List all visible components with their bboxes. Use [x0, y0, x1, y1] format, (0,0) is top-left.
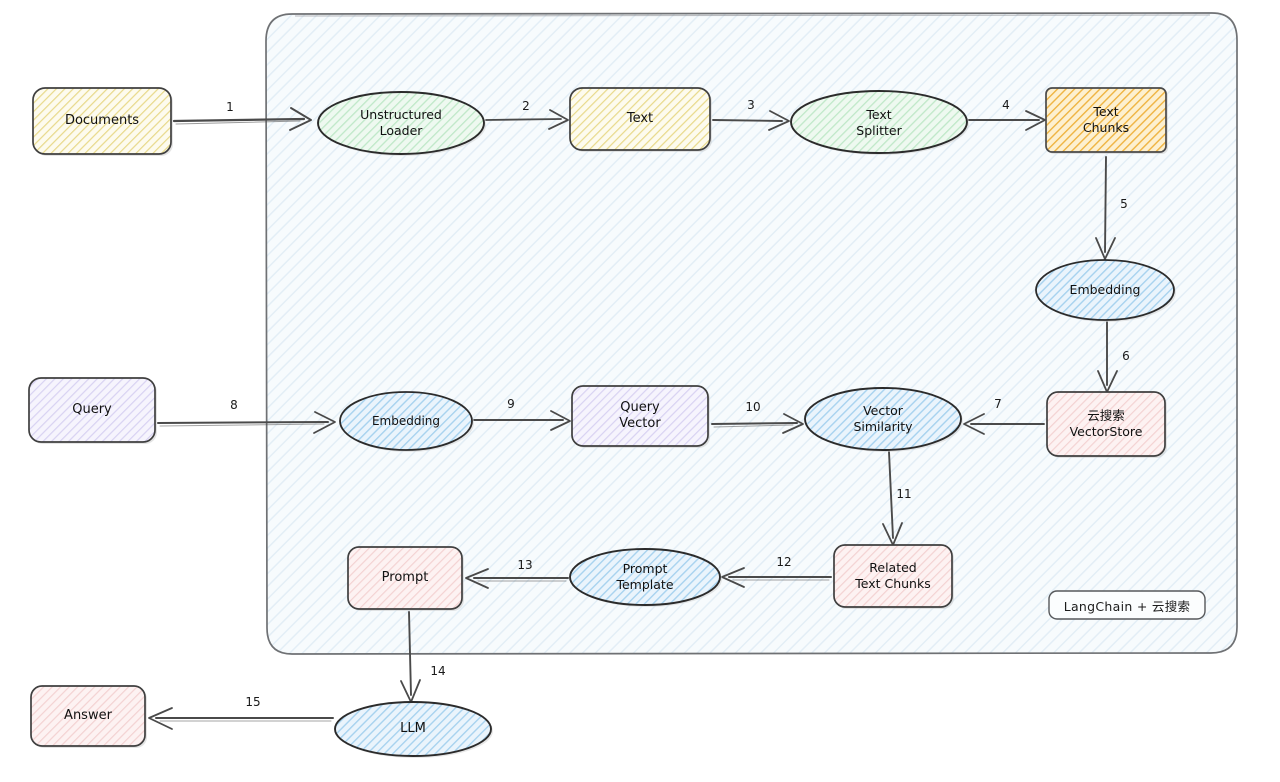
node-prompt-template[interactable]: [569, 548, 722, 607]
edge-4: [968, 110, 1046, 131]
node-vector-similarity[interactable]: [804, 387, 963, 452]
edge-9: [473, 410, 571, 431]
edge-layer: [148, 107, 1118, 730]
node-query-vector[interactable]: [571, 385, 710, 448]
edge-3: [712, 110, 790, 131]
node-text-chunks[interactable]: [1045, 87, 1168, 154]
node-answer[interactable]: [30, 685, 147, 748]
edge-15: [148, 707, 334, 730]
edge-7: [963, 413, 1045, 435]
node-query[interactable]: [28, 377, 157, 444]
node-vectorstore[interactable]: [1046, 391, 1167, 458]
edge-12: [721, 567, 832, 588]
edge-5: [1095, 156, 1116, 260]
edge-2: [485, 109, 569, 130]
legend-badge: [1048, 590, 1206, 620]
pipeline-container: [265, 12, 1238, 655]
node-embedding-query[interactable]: [339, 391, 474, 452]
node-unstructured-loader[interactable]: [317, 91, 486, 156]
edge-1: [172, 107, 312, 131]
node-layer: [28, 87, 1206, 758]
edge-8: [157, 411, 336, 434]
node-prompt[interactable]: [347, 546, 464, 611]
node-embedding-doc[interactable]: [1035, 259, 1176, 322]
edge-10: [711, 413, 804, 434]
node-text-splitter[interactable]: [790, 90, 969, 155]
node-documents[interactable]: [32, 87, 173, 156]
node-text[interactable]: [569, 87, 712, 152]
node-llm[interactable]: [334, 701, 493, 758]
edge-13: [465, 568, 569, 589]
node-related-text-chunks[interactable]: [833, 544, 954, 609]
